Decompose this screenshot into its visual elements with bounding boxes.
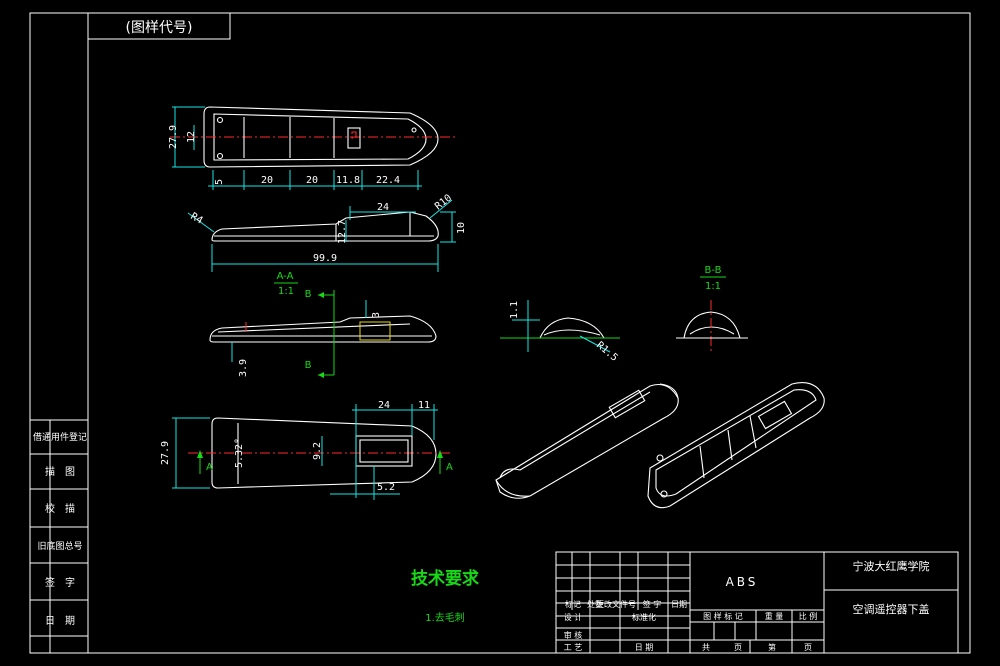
side-view bbox=[187, 199, 456, 272]
tb-sheet-total-unit: 页 bbox=[734, 643, 742, 652]
tb-sheet-num: 第 bbox=[768, 642, 776, 652]
code-box-label: (图样代号) bbox=[126, 20, 193, 36]
tb-standard: 标准化 bbox=[632, 612, 656, 622]
tb-design: 设 计 bbox=[564, 612, 583, 622]
strip-label-5: 日 期 bbox=[45, 615, 75, 627]
arrow-a-right: A bbox=[446, 462, 453, 473]
tb-mark: 标记 bbox=[565, 599, 581, 609]
strip-label-3: 旧底图总号 bbox=[37, 540, 82, 552]
tb-change-doc: 更改文件号 bbox=[596, 599, 636, 609]
tech-req-item: 1.去毛刺 bbox=[425, 612, 465, 624]
tb-date: 日期 bbox=[671, 600, 687, 609]
drawing-border bbox=[87, 12, 971, 654]
tb-material: ABS bbox=[726, 575, 759, 589]
dim-side-r-right: R10 bbox=[433, 193, 454, 213]
dim-side-length: 99.9 bbox=[313, 253, 337, 264]
dim-side-r-left: R4 bbox=[189, 211, 205, 227]
tb-count: 处数 bbox=[587, 599, 603, 609]
tb-process: 工 艺 bbox=[564, 643, 583, 652]
dim-top-height-outer: 27.9 bbox=[168, 125, 179, 149]
code-box bbox=[87, 12, 231, 40]
dim-top-height-inner: 12 bbox=[186, 131, 197, 143]
dim-bottom-w3: 5.2 bbox=[377, 482, 395, 493]
title-block bbox=[555, 551, 959, 654]
section-aa-b-top: B bbox=[305, 289, 312, 300]
iso-view-closed bbox=[495, 383, 679, 499]
tb-process-date: 日 期 bbox=[635, 643, 654, 652]
tb-col-weight: 重 量 bbox=[765, 611, 784, 621]
section-bb-label: B-B bbox=[705, 265, 722, 276]
bottom-view bbox=[172, 404, 450, 500]
dim-top-d4: 11.8 bbox=[336, 175, 360, 186]
dim-aa-h: 3 bbox=[371, 312, 382, 318]
section-aa-scale: 1:1 bbox=[278, 286, 294, 297]
outer-frame bbox=[29, 12, 971, 654]
dim-top-d2: 20 bbox=[261, 175, 273, 186]
tb-sheet-num-unit: 页 bbox=[804, 643, 812, 652]
dim-bottom-w1: 24 bbox=[378, 400, 390, 411]
section-bb-scale: 1:1 bbox=[705, 281, 721, 292]
section-aa-view bbox=[209, 290, 437, 378]
dim-bottom-slot-h: 9.2 bbox=[312, 442, 323, 460]
tb-sheet-total: 共 bbox=[702, 643, 710, 652]
dim-detail-r: R1.5 bbox=[594, 340, 620, 364]
tb-col-scale: 比 例 bbox=[799, 611, 818, 621]
left-strip: 借通用件登记 描 图 校 描 旧底图总号 签 字 日 期 bbox=[29, 419, 89, 654]
tb-col-drawing-mark: 图 样 标 记 bbox=[703, 611, 743, 621]
strip-label-1: 描 图 bbox=[45, 465, 75, 478]
dim-side-top-len: 24 bbox=[377, 202, 389, 213]
section-bb-view bbox=[676, 300, 748, 352]
dim-side-h2: 10 bbox=[456, 222, 467, 234]
tech-req-title: 技术要求 bbox=[411, 568, 479, 589]
strip-label-0: 借通用件登记 bbox=[33, 431, 87, 443]
top-view bbox=[170, 106, 455, 190]
tb-sign: 签 字 bbox=[643, 599, 662, 609]
strip-label-4: 签 字 bbox=[45, 576, 75, 589]
section-aa-label: A-A bbox=[277, 271, 294, 282]
dim-bottom-w2: 11 bbox=[418, 400, 430, 411]
strip-label-2: 校 描 bbox=[45, 502, 75, 515]
iso-view-open bbox=[647, 382, 825, 509]
tb-review: 审 核 bbox=[564, 630, 583, 640]
dim-detail-h: 1.1 bbox=[509, 301, 520, 319]
arrow-a-left: A bbox=[206, 462, 213, 473]
dim-aa-depth: 3.9 bbox=[238, 359, 249, 377]
section-aa-b-bottom: B bbox=[305, 360, 312, 371]
detail-view bbox=[500, 300, 620, 353]
tb-part-name: 空调遥控器下盖 bbox=[853, 602, 930, 616]
dim-bottom-inner: 5.32° bbox=[234, 438, 245, 468]
dim-side-h1: 12.7 bbox=[337, 220, 348, 244]
dim-top-d1: 5 bbox=[214, 179, 225, 185]
dim-bottom-height: 27.9 bbox=[160, 441, 171, 465]
dim-top-d3: 20 bbox=[306, 175, 318, 186]
dim-top-d5: 22.4 bbox=[376, 175, 400, 186]
tb-school: 宁波大红鹰学院 bbox=[853, 559, 930, 573]
